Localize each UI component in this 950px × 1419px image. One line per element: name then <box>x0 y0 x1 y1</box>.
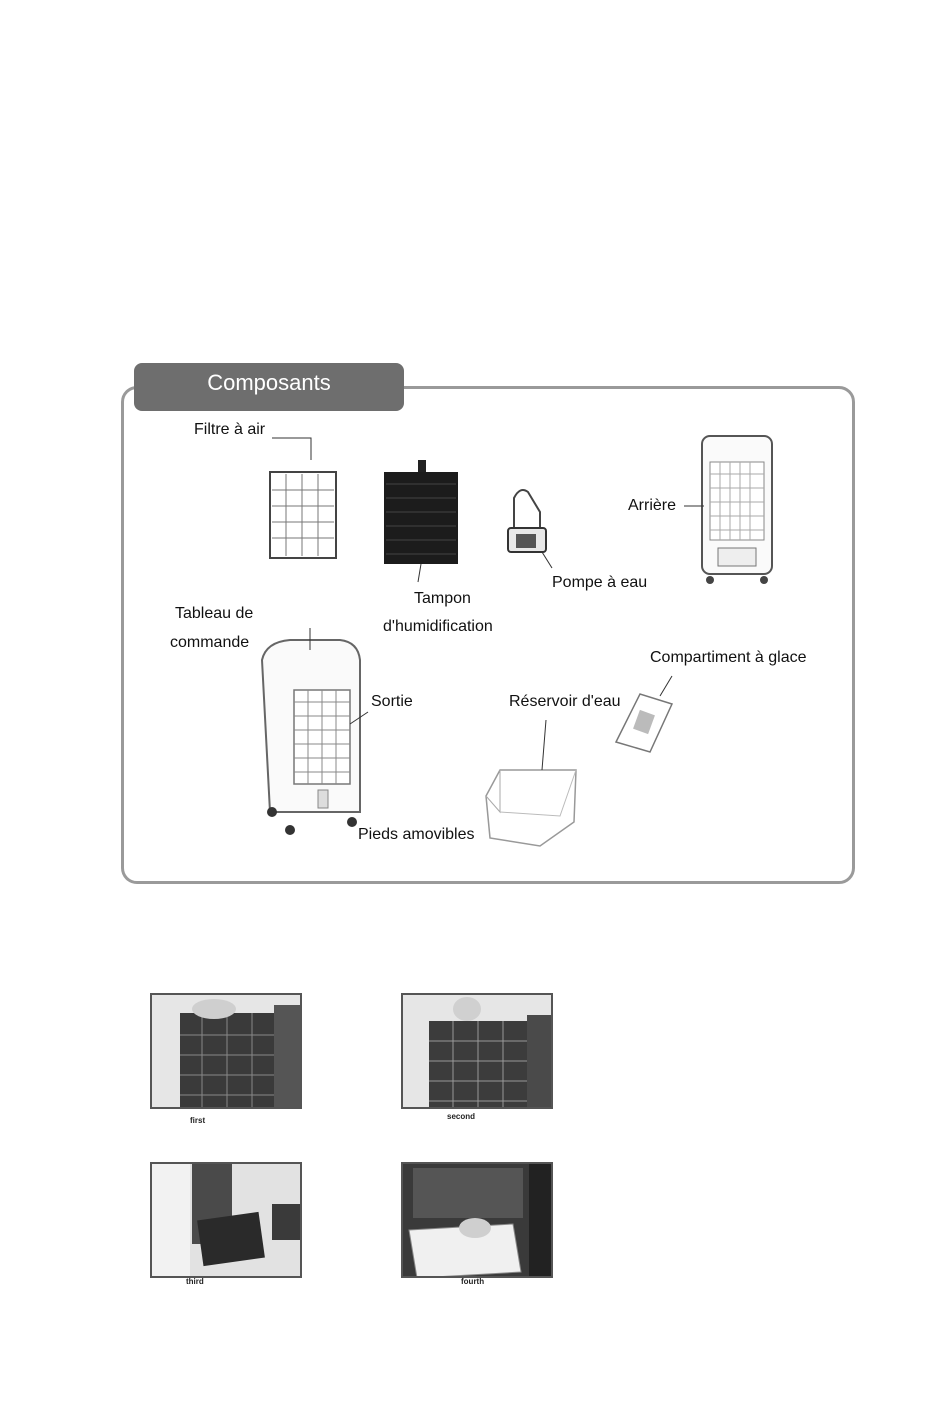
label-pad-line2: d'humidification <box>383 618 493 636</box>
label-air-filter: Filtre à air <box>194 421 265 439</box>
water-tank-image <box>486 770 576 846</box>
step-photo-1 <box>150 993 302 1109</box>
label-control-panel-line2: commande <box>170 634 249 652</box>
label-water-pump: Pompe à eau <box>552 574 647 592</box>
filter-leader-line <box>272 438 311 460</box>
water-pump-image <box>508 490 546 552</box>
air-filter-image <box>270 472 336 558</box>
label-ice-compartment: Compartiment à glace <box>650 649 807 667</box>
tank-leader-line <box>542 720 546 770</box>
step-caption-3: third <box>186 1277 204 1286</box>
unit-front-image <box>262 640 360 835</box>
step-photo-4 <box>401 1162 553 1278</box>
pad-leader-line <box>418 564 421 582</box>
ice-compartment-image <box>616 694 672 752</box>
step-caption-2: second <box>447 1112 475 1121</box>
label-pad-line1: Tampon <box>414 590 471 608</box>
label-control-panel-line1: Tableau de <box>175 605 253 623</box>
unit-back-image <box>702 436 772 584</box>
ice-leader-line <box>660 676 672 696</box>
step-photo-3 <box>150 1162 302 1278</box>
label-removable-feet: Pieds amovibles <box>358 826 475 844</box>
label-outlet: Sortie <box>371 693 413 711</box>
humidification-pad-image <box>384 460 458 564</box>
label-back: Arrière <box>628 497 676 515</box>
pump-leader-line <box>542 552 552 568</box>
label-water-tank: Réservoir d'eau <box>509 693 621 711</box>
step-photo-2 <box>401 993 553 1109</box>
step-caption-1: first <box>190 1116 205 1125</box>
step-caption-4: fourth <box>461 1277 484 1286</box>
